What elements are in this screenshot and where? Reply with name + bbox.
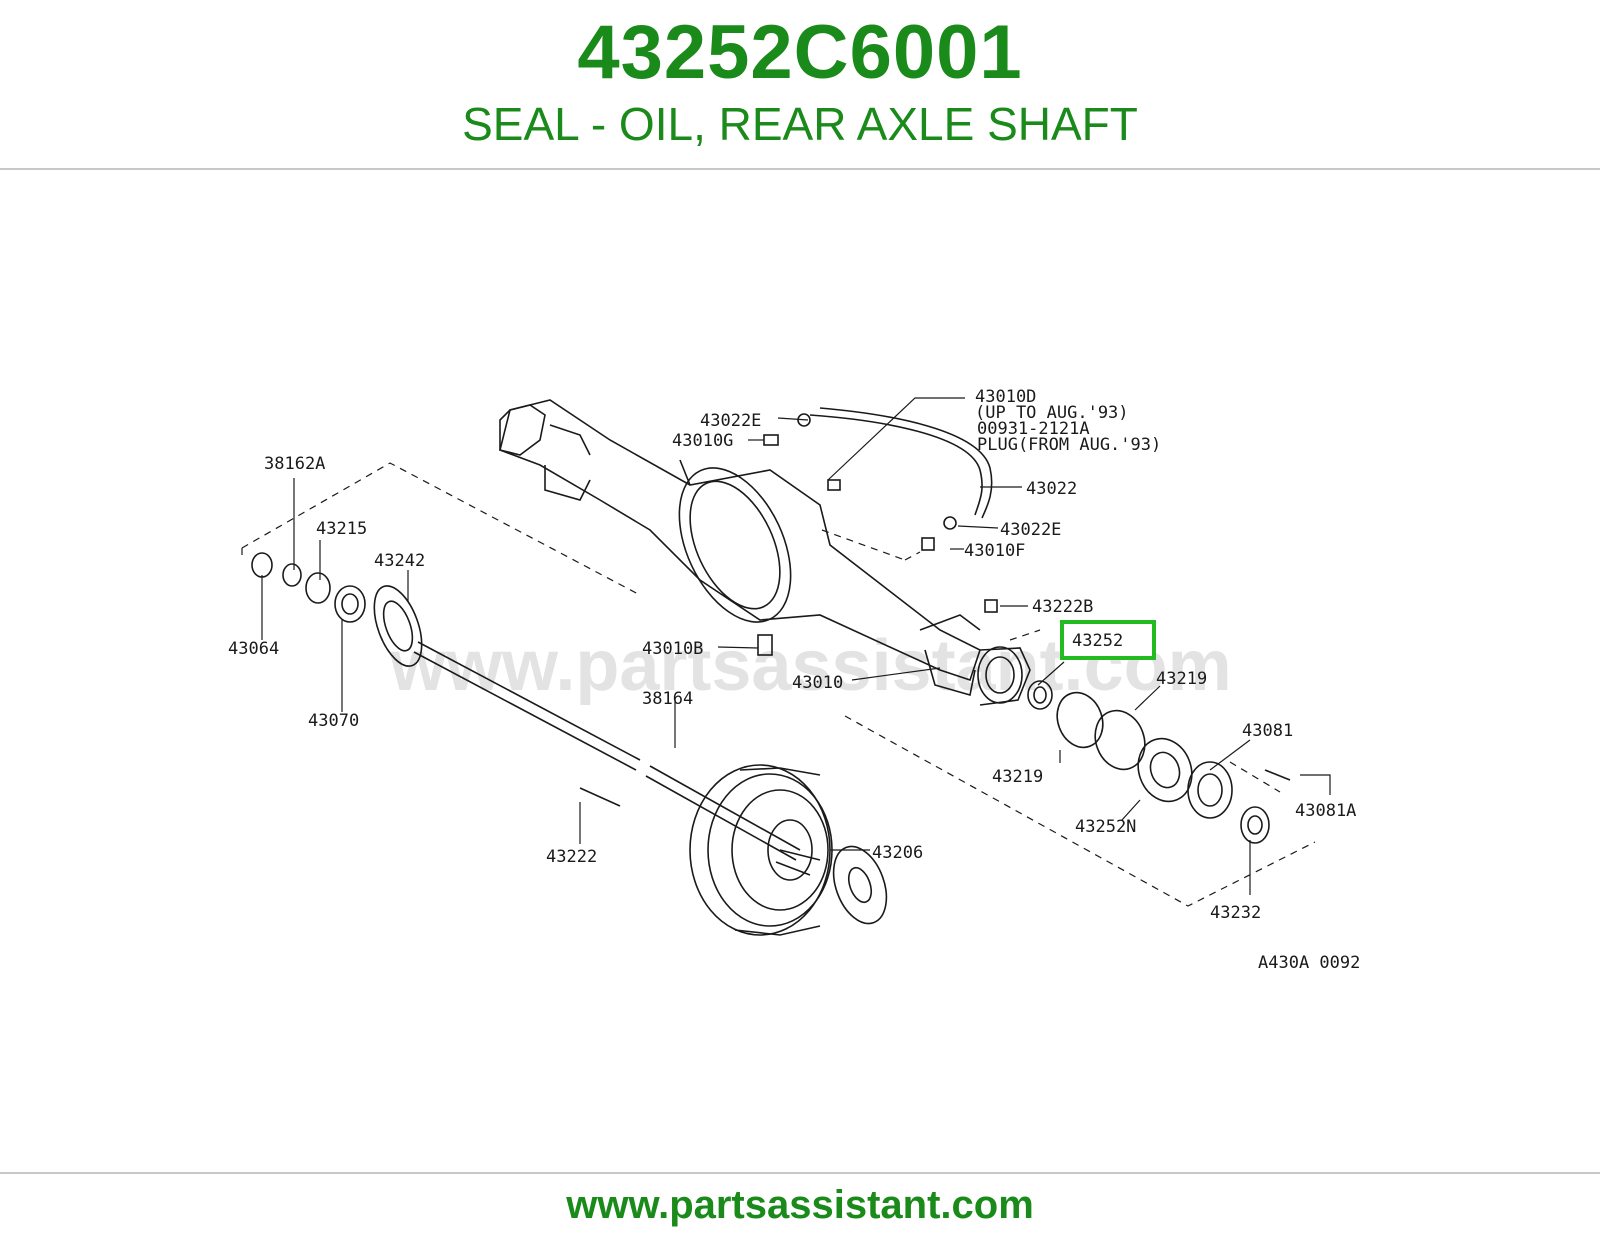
- callout-00931: 00931-2121A: [977, 419, 1090, 439]
- highlighted-callout-box: [1060, 620, 1156, 660]
- callout-43010d-note: (UP TO AUG.'93): [975, 403, 1129, 423]
- exploded-view-drawing: www.partsassistant.com: [228, 387, 1360, 973]
- callout-00931-note: PLUG(FROM AUG.'93): [977, 435, 1161, 455]
- breather-hose: [797, 407, 993, 530]
- part-description: SEAL - OIL, REAR AXLE SHAFT: [462, 98, 1138, 150]
- callout-43010: 43010: [792, 673, 843, 693]
- diagram-code: A430A 0092: [1258, 953, 1360, 973]
- callout-38162a: 38162A: [264, 454, 325, 474]
- parts-diagram: www.partsassistant.com: [180, 330, 1420, 1010]
- callout-43064: 43064: [228, 639, 279, 659]
- fittings: [757, 434, 998, 656]
- callout-labels: 43010D (UP TO AUG.'93) 00931-2121A PLUG(…: [228, 387, 1360, 973]
- callout-43206: 43206: [872, 843, 923, 863]
- hub-bolt: [579, 787, 621, 807]
- footer-divider: [0, 1172, 1600, 1174]
- right-seal-parts: [1027, 680, 1291, 844]
- page-header: 43252C6001 SEAL - OIL, REAR AXLE SHAFT: [0, 0, 1600, 170]
- header-divider: [0, 168, 1600, 170]
- callout-43010b: 43010B: [642, 639, 703, 659]
- callout-43252: 43252: [1072, 631, 1123, 651]
- callout-38164: 38164: [642, 689, 693, 709]
- callout-43081a: 43081A: [1295, 801, 1356, 821]
- left-bearing-parts: [251, 552, 423, 667]
- callout-43252n: 43252N: [1075, 817, 1136, 837]
- brake-drum: [689, 764, 833, 936]
- callout-43010f: 43010F: [964, 541, 1025, 561]
- callout-43222: 43222: [546, 847, 597, 867]
- axle-housing: [499, 399, 1031, 706]
- leader-lines: [261, 397, 1331, 895]
- callout-43242: 43242: [374, 551, 425, 571]
- axle-shaft: [413, 641, 888, 925]
- callout-43022e-bottom: 43022E: [1000, 520, 1061, 540]
- callout-43010d: 43010D: [975, 387, 1036, 407]
- callout-43022e-top: 43022E: [700, 411, 761, 431]
- callout-43081: 43081: [1242, 721, 1293, 741]
- callout-43219-left: 43219: [992, 767, 1043, 787]
- part-number-heading: 43252C6001: [577, 10, 1023, 95]
- callout-43022: 43022: [1026, 479, 1077, 499]
- footer-website-link[interactable]: www.partsassistant.com: [566, 1183, 1034, 1227]
- callout-43215: 43215: [316, 519, 367, 539]
- callout-43232: 43232: [1210, 903, 1261, 923]
- callout-43222b: 43222B: [1032, 597, 1093, 617]
- callout-43010g: 43010G: [672, 431, 733, 451]
- callout-43219-right: 43219: [1156, 669, 1207, 689]
- callout-43070: 43070: [308, 711, 359, 731]
- assembly-guide-lines: [241, 462, 1316, 907]
